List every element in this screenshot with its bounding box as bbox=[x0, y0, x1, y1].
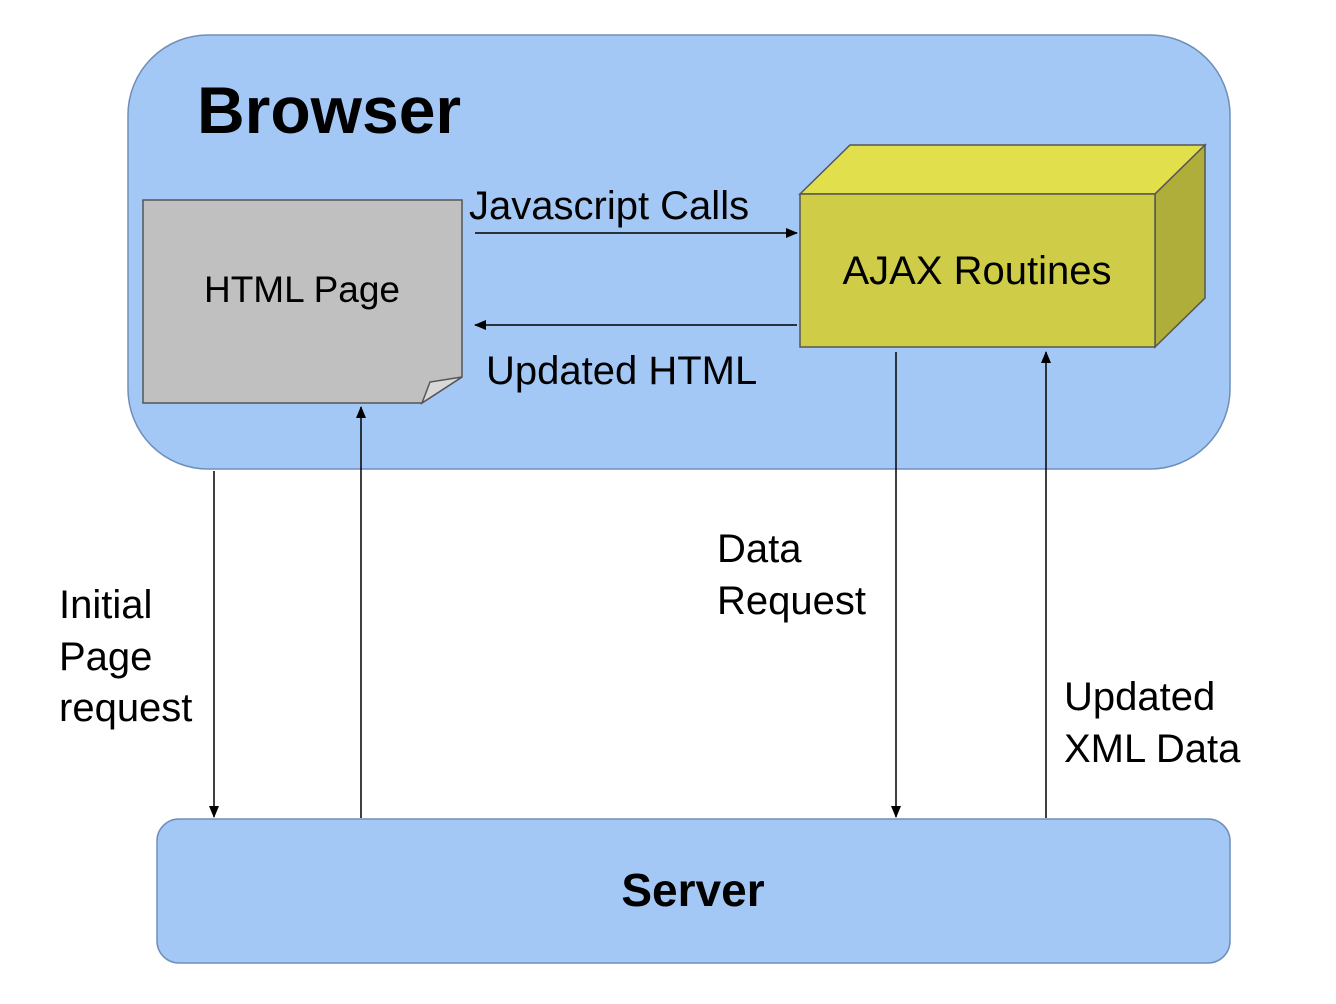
updated-xml-data-line-1: Updated bbox=[1064, 675, 1215, 719]
ajax-routines-box bbox=[798, 143, 1207, 349]
updated-xml-data-label: Updated XML Data bbox=[1064, 675, 1241, 771]
updated-html-label: Updated HTML bbox=[486, 349, 757, 393]
initial-page-request-line-3: request bbox=[59, 686, 192, 730]
html-page-box bbox=[142, 199, 463, 405]
data-request-line-2: Request bbox=[717, 579, 866, 623]
initial-page-request-line-2: Page bbox=[59, 635, 152, 679]
updated-xml-data-line-2: XML Data bbox=[1064, 727, 1241, 771]
initial-page-request-label: Initial Page request bbox=[59, 583, 192, 730]
html-page-label: HTML Page bbox=[204, 269, 400, 310]
data-request-label: Data Request bbox=[717, 527, 866, 623]
javascript-calls-label: Javascript Calls bbox=[469, 184, 749, 228]
server-label: Server bbox=[621, 864, 764, 916]
data-request-line-1: Data bbox=[717, 527, 802, 571]
server-container bbox=[156, 818, 1231, 964]
initial-page-request-line-1: Initial bbox=[59, 583, 152, 627]
ajax-routines-label: AJAX Routines bbox=[842, 249, 1111, 293]
browser-title: Browser bbox=[197, 73, 461, 147]
